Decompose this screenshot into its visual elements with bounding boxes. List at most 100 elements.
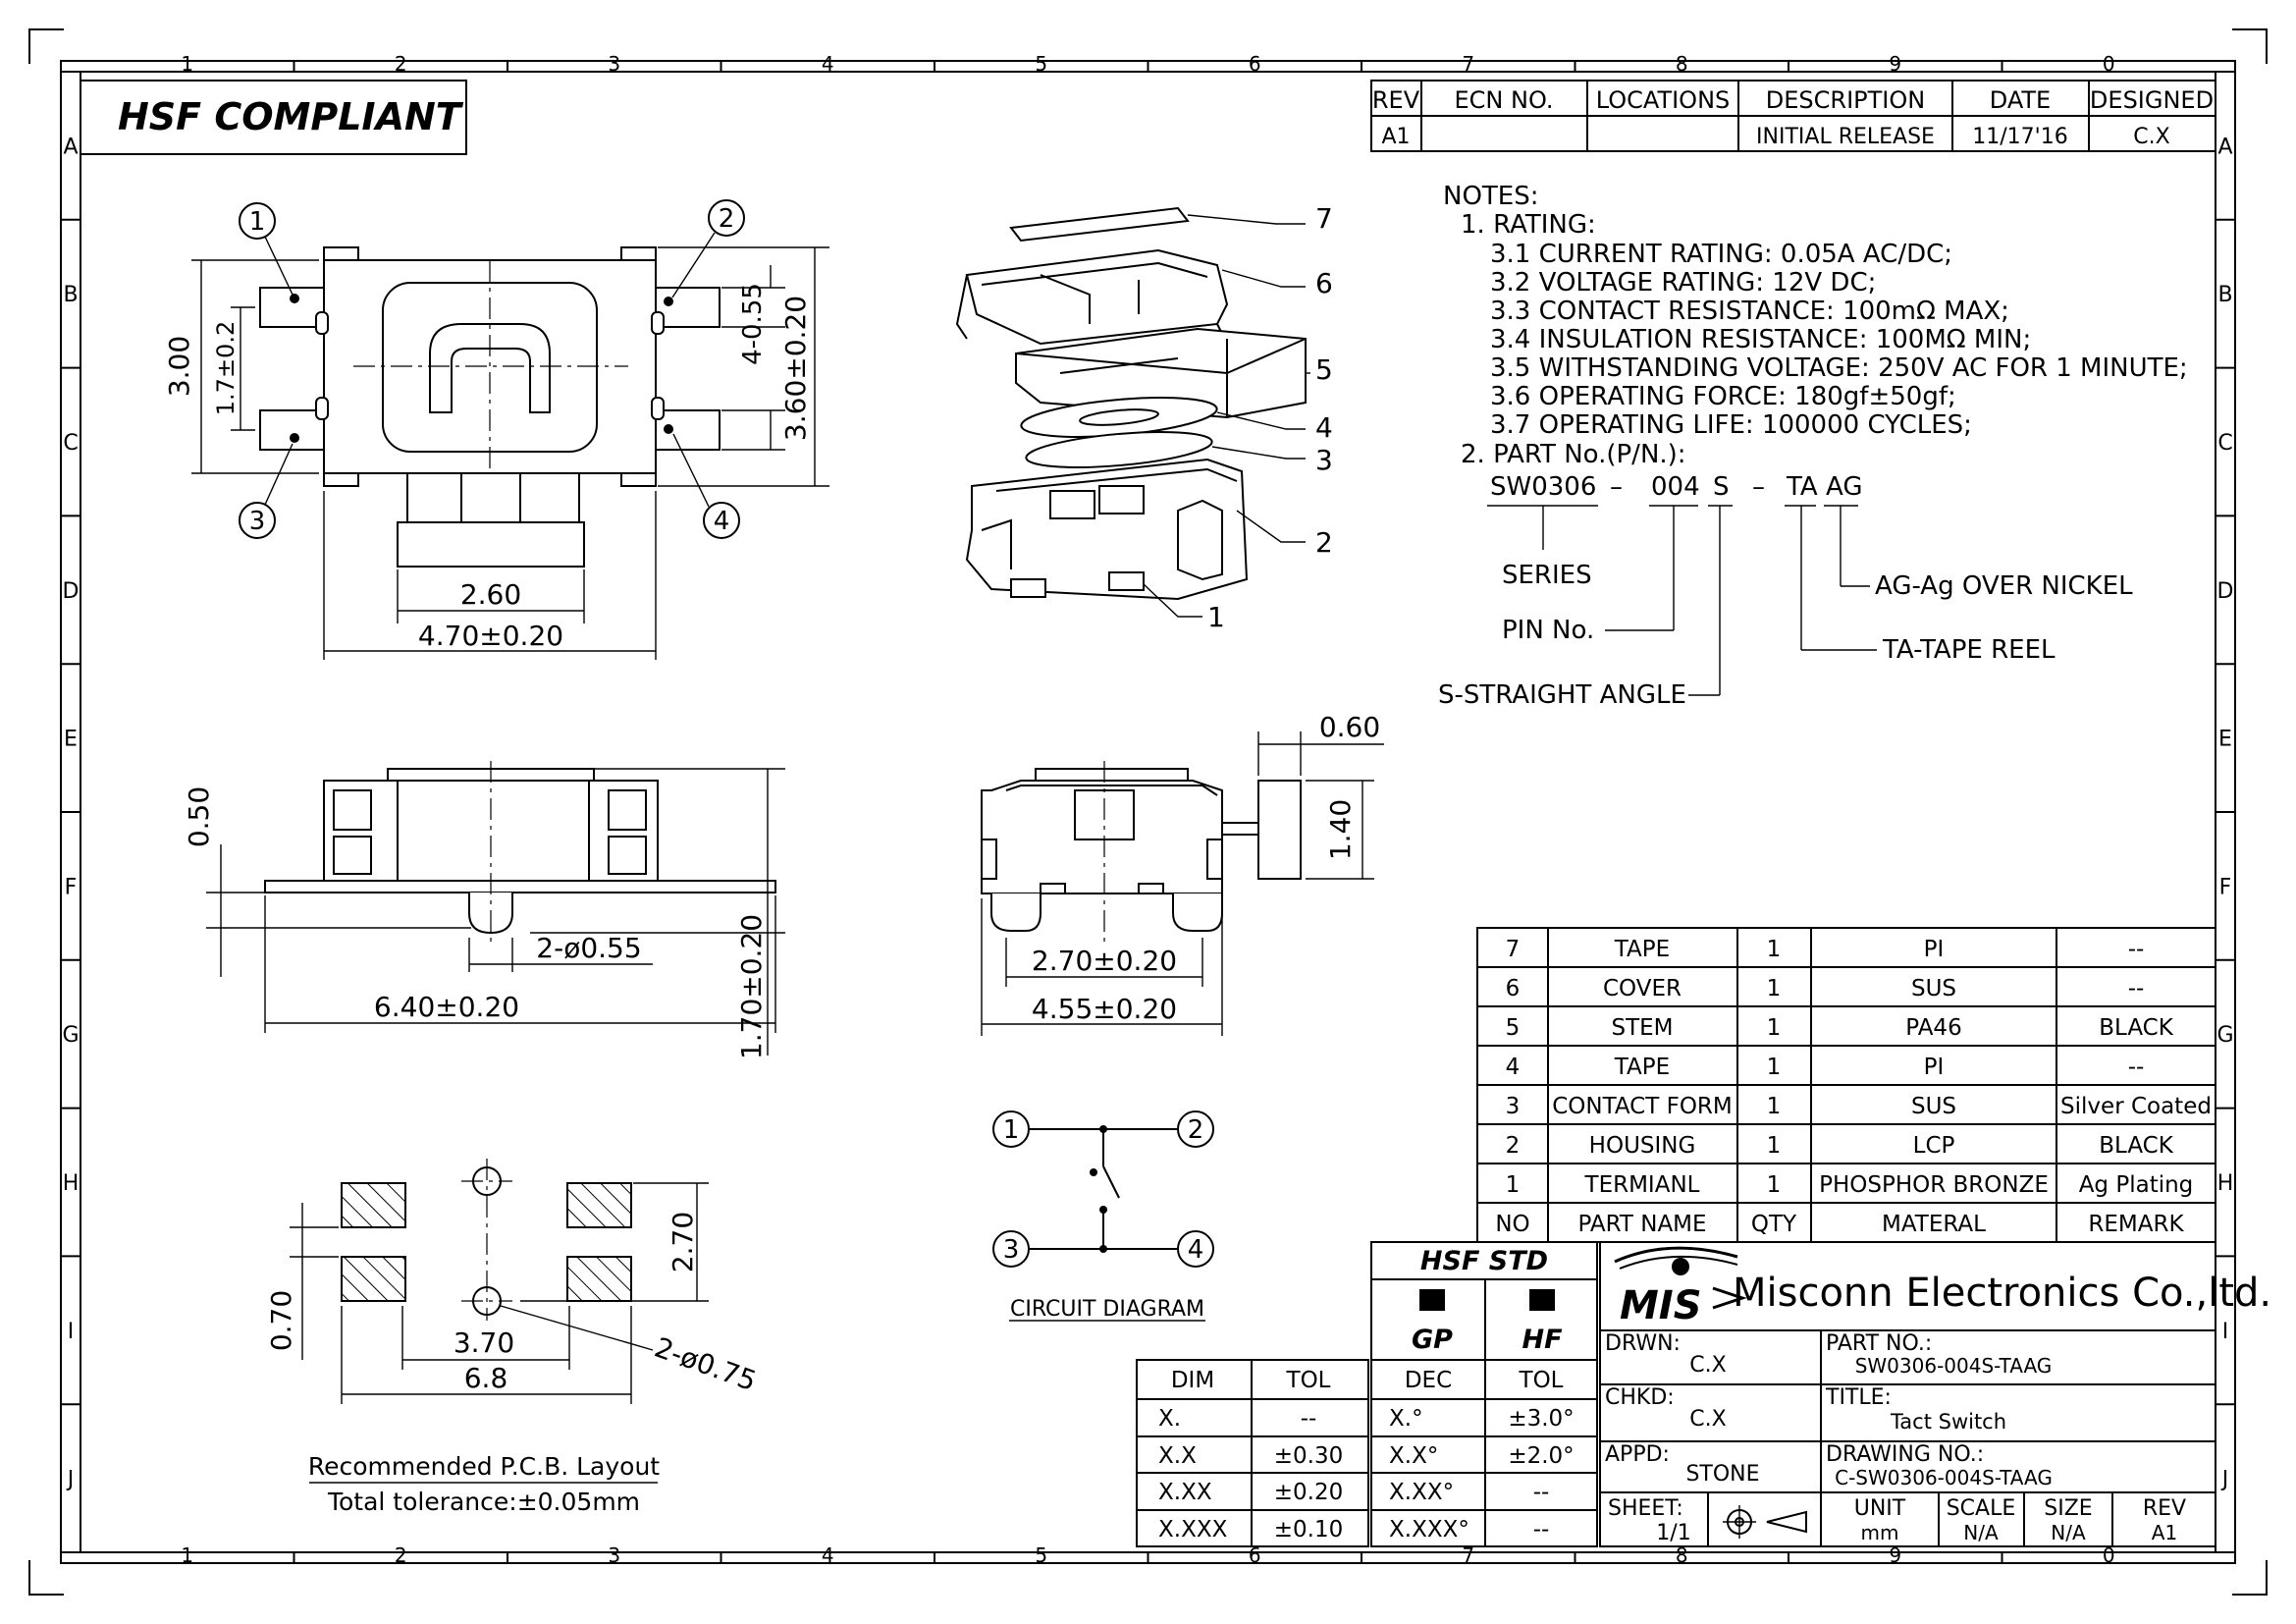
svg-text:3: 3	[1003, 1235, 1020, 1265]
bom-cell: --	[2128, 937, 2145, 962]
svg-text:3: 3	[249, 507, 266, 536]
svg-text:SERIES: SERIES	[1502, 561, 1592, 590]
svg-text:3.2 VOLTAGE RATING: 12V DC;: 3.2 VOLTAGE RATING: 12V DC;	[1490, 268, 1876, 298]
svg-text:6.8: 6.8	[464, 1362, 508, 1394]
company-logo: MIS	[1614, 1246, 1747, 1328]
bom-cell: BLACK	[2099, 1133, 2174, 1159]
zone-column-label: 5	[1035, 52, 1047, 76]
zone-column-label: 6	[1249, 52, 1261, 76]
svg-text:TOL: TOL	[1286, 1368, 1331, 1393]
svg-text:1: 1	[1003, 1115, 1020, 1145]
zone-row-label: F	[65, 875, 78, 899]
hsf-compliant-box	[80, 80, 467, 155]
svg-text:–: –	[1610, 472, 1623, 502]
svg-text:--: --	[1533, 1480, 1550, 1505]
svg-text:mm: mm	[1861, 1521, 1899, 1544]
svg-text:4: 4	[1315, 411, 1333, 444]
svg-text:3.4 INSULATION RESISTANCE: 100: 3.4 INSULATION RESISTANCE: 100MΩ MIN;	[1490, 325, 2031, 354]
bom-cell: HOUSING	[1589, 1133, 1696, 1159]
bom-cell: MATERAL	[1882, 1212, 1986, 1237]
exploded-view: 7 6 5 4 3 2 1	[955, 202, 1333, 633]
bom-cell: PI	[1924, 1055, 1945, 1080]
zone-column-label: 3	[608, 1543, 620, 1567]
svg-text:C-SW0306-004S-TAAG: C-SW0306-004S-TAAG	[1835, 1466, 2053, 1489]
svg-text:AG: AG	[1826, 472, 1862, 502]
zone-column-label: 7	[1462, 52, 1474, 76]
svg-text:C.X: C.X	[1689, 1407, 1726, 1432]
bom-cell: QTY	[1751, 1212, 1797, 1237]
svg-text:0.60: 0.60	[1319, 711, 1380, 743]
svg-text:PART NO.:: PART NO.:	[1826, 1331, 1932, 1356]
zone-row-label: A	[63, 135, 78, 159]
bom-cell: 2	[1506, 1133, 1521, 1159]
bom-cell: 1	[1767, 1172, 1782, 1198]
zone-column-label: 4	[822, 52, 834, 76]
svg-text:2-ø0.75: 2-ø0.75	[651, 1331, 761, 1398]
svg-text:2: 2	[719, 204, 735, 234]
svg-text:SW0306-004S-TAAG: SW0306-004S-TAAG	[1855, 1354, 2053, 1378]
bom-cell: PI	[1924, 937, 1945, 962]
svg-text:MIS: MIS	[1620, 1283, 1702, 1328]
svg-text:C.X: C.X	[1689, 1353, 1726, 1378]
bom-cell: COVER	[1603, 976, 1682, 1001]
zone-row-label: D	[2217, 579, 2234, 604]
svg-text:HSF STD: HSF STD	[1420, 1246, 1548, 1276]
svg-text:4: 4	[714, 507, 730, 536]
svg-text:AG-Ag OVER NICKEL: AG-Ag OVER NICKEL	[1875, 571, 2133, 601]
bom-cell: STEM	[1611, 1015, 1673, 1041]
svg-text:3.6 OPERATING FORCE: 180gf±50g: 3.6 OPERATING FORCE: 180gf±50gf;	[1490, 382, 1956, 411]
title-block: MIS Misconn Electronics Co.,ltd. DRWN: C…	[1599, 1241, 2271, 1547]
bom-cell: PART NAME	[1577, 1212, 1706, 1237]
zone-column-label: 9	[1889, 1543, 1901, 1567]
svg-text:UNIT: UNIT	[1854, 1496, 1906, 1521]
bom-cell: REMARK	[2088, 1212, 2184, 1237]
bom-cell: PHOSPHOR BRONZE	[1819, 1172, 2049, 1198]
svg-text:1/1: 1/1	[1656, 1521, 1690, 1545]
svg-text:1: 1	[1207, 601, 1225, 633]
svg-text:N/A: N/A	[2051, 1521, 2086, 1544]
svg-text:ECN NO.: ECN NO.	[1454, 86, 1553, 114]
svg-text:–: –	[1752, 472, 1765, 502]
bom-cell: CONTACT FORM	[1552, 1094, 1733, 1119]
svg-text:4: 4	[1188, 1235, 1204, 1265]
zone-row-label: J	[66, 1468, 75, 1492]
svg-text:3.70: 3.70	[454, 1326, 514, 1359]
svg-text:SW0306: SW0306	[1490, 472, 1596, 502]
zone-row-label: B	[2217, 283, 2232, 307]
zone-row-label: G	[62, 1023, 79, 1048]
svg-text:NOTES:: NOTES:	[1443, 182, 1539, 211]
svg-text:REV: REV	[1372, 86, 1420, 114]
zone-column-label: 6	[1249, 1543, 1261, 1567]
svg-text:A1: A1	[2152, 1521, 2177, 1544]
zone-row-label: E	[64, 728, 78, 752]
svg-text:TOL: TOL	[1519, 1368, 1564, 1393]
bom-cell: Ag Plating	[2079, 1172, 2194, 1198]
zone-ticks	[61, 61, 2235, 1563]
svg-text:±3.0°: ±3.0°	[1508, 1406, 1574, 1432]
svg-text:SIZE: SIZE	[2044, 1496, 2092, 1521]
svg-text:004: 004	[1651, 472, 1700, 502]
svg-text:5: 5	[1315, 353, 1333, 386]
svg-text:X.: X.	[1158, 1406, 1181, 1432]
svg-text:2.60: 2.60	[460, 578, 521, 611]
svg-text:1.40: 1.40	[1324, 799, 1357, 860]
bom-cell: TERMIANL	[1584, 1172, 1700, 1198]
svg-text:1.7±0.2: 1.7±0.2	[212, 321, 240, 415]
bom-cell: 1	[1767, 1133, 1782, 1159]
notes: NOTES: 1. RATING: 3.1 CURRENT RATING: 0.…	[1438, 182, 2188, 710]
side-view: 0.60 1.40 2.70±0.20 4.55±0.20	[981, 711, 1384, 1036]
svg-text:6.40±0.20: 6.40±0.20	[374, 991, 519, 1023]
zone-row-label: I	[68, 1320, 75, 1344]
svg-text:3.60±0.20: 3.60±0.20	[779, 296, 812, 441]
bom-cell: 7	[1506, 937, 1521, 962]
bom-cell: SUS	[1911, 1094, 1956, 1119]
svg-text:3.1 CURRENT RATING: 0.05A AC/D: 3.1 CURRENT RATING: 0.05A AC/DC;	[1490, 240, 1952, 269]
zone-row-label: J	[2220, 1468, 2229, 1492]
svg-text:C.X: C.X	[2133, 125, 2169, 149]
bom-cell: PA46	[1905, 1015, 1961, 1041]
svg-text:X.X: X.X	[1158, 1443, 1197, 1469]
zone-column-label: 8	[1676, 1543, 1688, 1567]
svg-text:±0.20: ±0.20	[1274, 1480, 1343, 1505]
svg-text:SHEET:: SHEET:	[1608, 1496, 1683, 1521]
